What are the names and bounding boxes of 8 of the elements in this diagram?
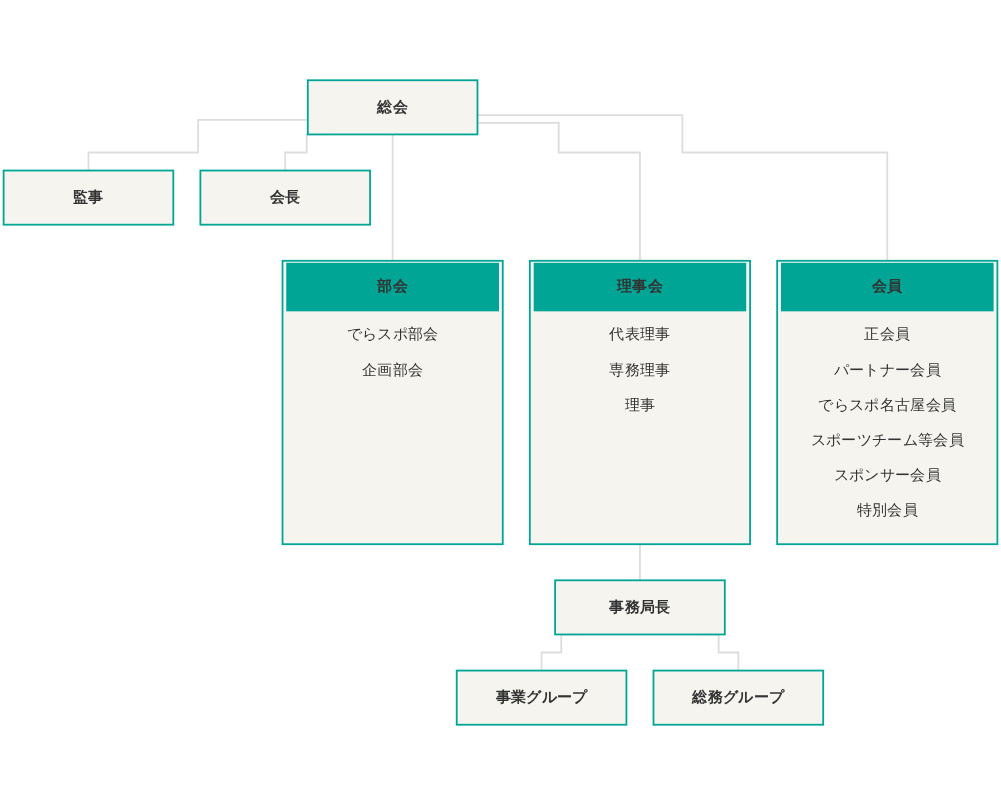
node-box: 会長: [199, 169, 371, 226]
node-box: 事業グループ: [455, 669, 628, 726]
node-box: 監事: [2, 169, 175, 226]
node-box: 事務局長: [554, 579, 726, 636]
connector: [391, 133, 394, 262]
node-box: 総務グループ: [652, 669, 825, 726]
node-box: 総会: [306, 79, 479, 136]
connector: [639, 543, 641, 582]
